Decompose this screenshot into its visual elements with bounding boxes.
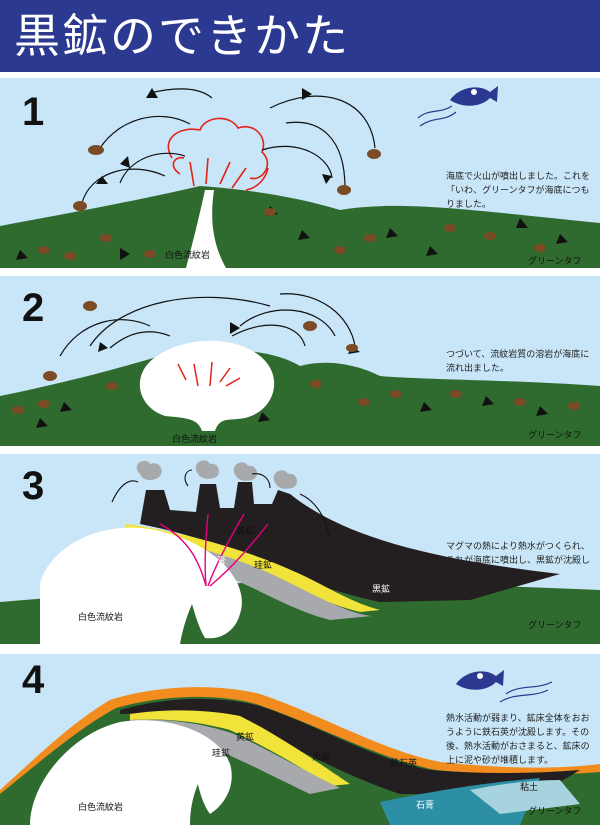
fish-icon <box>456 670 553 703</box>
panel-2-label-rhyolite: 白色流紋岩 <box>172 435 218 445</box>
panel-1-description: 海底で火山が噴出しました。これを「いわ、グリーンタフが海底につもりました。 <box>446 172 591 210</box>
rhyolite-body <box>30 720 232 825</box>
flying-rock-arrow-icon <box>36 322 548 428</box>
panel-4-label-black-ore: 黒鉱 <box>312 753 331 763</box>
panel-4-illustration <box>0 654 600 825</box>
title-banner: 黒鉱のできかた <box>0 0 600 72</box>
rhyolite-vent <box>186 190 226 268</box>
panel-3-label-yellow-ore: 黄鉱 <box>236 527 255 537</box>
vent-flow-lines <box>111 469 331 539</box>
rock-trajectories <box>81 88 376 204</box>
panel-4: 4 熱水活動が弱まり、鉱床全体をおおうように鉄石英が沈殿します。その後、熱水活動… <box>0 654 600 825</box>
rhyolite-lava-dome <box>139 340 275 431</box>
flying-rock-arrow-icon <box>16 88 568 260</box>
panel-4-label-silica: 珪鉱 <box>212 749 231 759</box>
panel-2: 2 つづいて、流紋岩質の溶岩が海底に流れ出ました。 白色流紋岩 グリーンタフ <box>0 276 600 446</box>
rhyolite-body <box>40 527 242 644</box>
hot-water-channels <box>159 513 269 587</box>
panel-3-description: マグマの熱により熱水がつくられ、これが海底に噴出し、黒鉱が沈殿しました。 <box>446 542 591 580</box>
rock-trajectories <box>59 293 356 357</box>
panel-2-description: つづいて、流紋岩質の溶岩が海底に流れ出ました。 <box>446 350 590 374</box>
eruption-lines <box>167 117 269 191</box>
panel-3-label-rhyolite: 白色流紋岩 <box>78 613 124 623</box>
panel-2-label-green-tuff: グリーンタフ <box>528 431 582 441</box>
panel-4-label-green-tuff: グリーンタフ <box>528 807 582 817</box>
yellow-ore-layer <box>130 710 350 786</box>
steam-plume-icon <box>136 460 297 489</box>
panel-3-label-silica: 珪鉱 <box>254 561 273 571</box>
clay-layer <box>470 780 580 814</box>
panel-4-label-gypsum: 石膏 <box>416 801 435 811</box>
eruption-lines <box>177 361 241 387</box>
panel-4-label-yellow-ore: 黄鉱 <box>236 733 255 743</box>
panel-4-description: 熱水活動が弱まり、鉱床全体をおおうように鉄石英が沈殿します。その後、熱水活動がお… <box>446 714 590 766</box>
panel-1-label-rhyolite: 白色流紋岩 <box>165 251 211 261</box>
panel-4-label-rhyolite: 白色流紋岩 <box>78 803 124 813</box>
page-title: 黒鉱のできかた <box>14 9 350 63</box>
volcanic-stone-icon <box>12 301 580 414</box>
panel-3-number: 3 <box>22 464 45 508</box>
panel-3-illustration <box>0 454 600 644</box>
panel-1: 1 海底で火山が噴出しました。これを「いわ、グリーンタフが海底につもりました。 … <box>0 78 600 268</box>
panel-1-label-green-tuff: グリーンタフ <box>528 257 582 267</box>
panel-1-number: 1 <box>22 90 45 134</box>
black-ore-layer <box>140 482 560 602</box>
panel-4-label-clay: 粘土 <box>520 783 539 793</box>
volcanic-stone-icon <box>38 145 546 260</box>
panel-1-illustration <box>0 78 600 268</box>
panel-3-label-black-ore: 黒鉱 <box>372 585 391 595</box>
panel-2-number: 2 <box>22 286 45 330</box>
panel-4-number: 4 <box>22 658 45 702</box>
panel-3-label-gypsum: 石膏 <box>208 557 227 567</box>
panel-2-illustration <box>0 276 600 446</box>
panel-4-label-ferruginous-quartz: 鉄石英 <box>390 759 418 769</box>
fish-icon <box>417 86 498 127</box>
green-tuff-layer <box>0 186 600 268</box>
panel-3: 3 マグマの熱により熱水がつくられ、これが海底に噴出し、黒鉱が沈殿しました。 黄… <box>0 454 600 644</box>
panel-3-label-green-tuff: グリーンタフ <box>528 621 582 631</box>
